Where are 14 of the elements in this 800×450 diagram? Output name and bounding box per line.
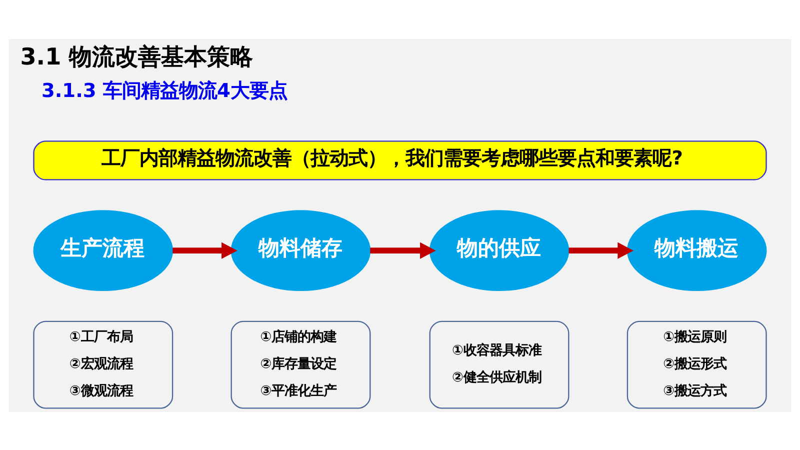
arrow — [370, 242, 436, 258]
node-box: ①工厂布局 ②宏观流程 ③微观流程 — [33, 320, 174, 408]
label: 3.1.3 车间精益物流4大要点 — [41, 78, 288, 102]
node-box: ①搬运原则 ②搬运形式 ③搬运方式 — [626, 320, 767, 408]
arrow — [568, 242, 634, 258]
node-ellipse: 物料搬运 — [626, 210, 767, 291]
node-ellipse: 物料储存 — [230, 210, 371, 291]
node-box: ①收容器具标准 ②健全供应机制 — [429, 320, 570, 408]
node-ellipse: 物的供应 — [429, 210, 570, 291]
node-box: ①店铺的构建 ②库存量设定 ③平准化生产 — [230, 320, 371, 408]
node-box: 工厂内部精益物流改善（拉动式），我们需要考虑哪些要点和要素呢? — [33, 140, 767, 180]
arrow — [172, 242, 238, 258]
diagram-title: 3.1 物流改善基本策略 — [20, 44, 254, 70]
node-ellipse: 生产流程 — [33, 210, 174, 291]
